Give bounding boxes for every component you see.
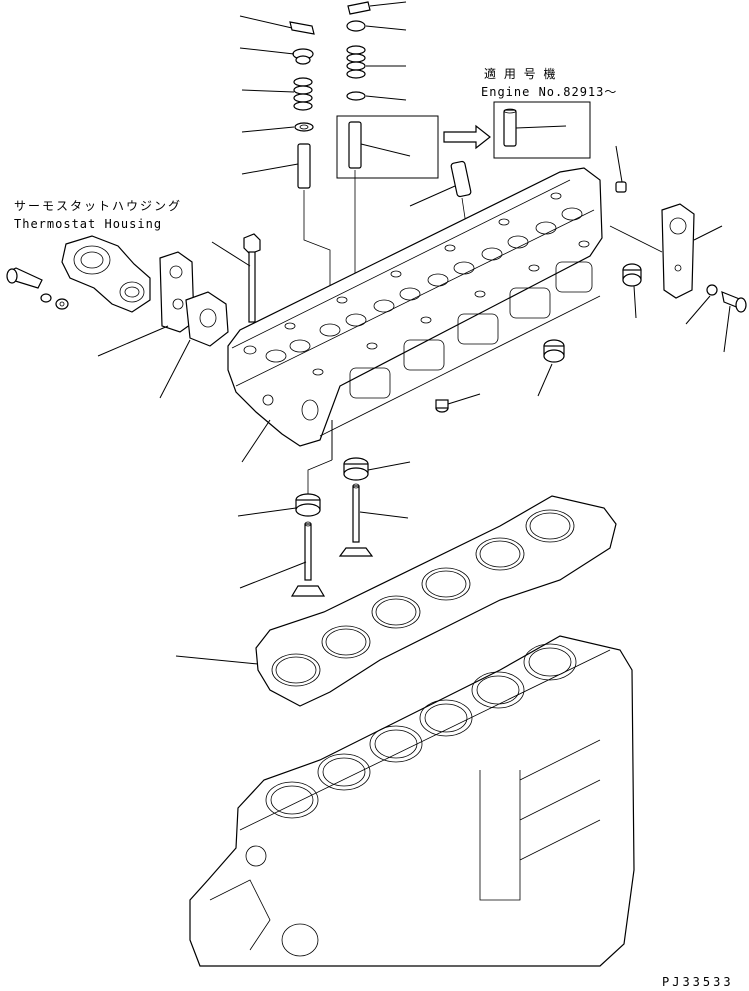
rocker-lever-part <box>239 15 315 35</box>
lifting-bracket-part <box>609 203 723 299</box>
valve-cap-part <box>239 47 314 65</box>
thermostat-housing-label-jp: サーモスタットハウジング <box>14 199 182 213</box>
thermostat-plate-part <box>159 291 229 399</box>
arrow-to-new-part <box>443 124 491 150</box>
valve-cap-right-part <box>346 20 407 32</box>
small-plug-part <box>435 393 481 413</box>
valve-spring-part <box>241 77 313 111</box>
bracket-washer-part <box>685 284 718 325</box>
injector-sleeve-part <box>409 160 472 239</box>
applicable-serial-label-jp: 適 用 号 機 <box>484 66 557 81</box>
bracket-bolt-part <box>721 291 747 353</box>
head-gasket-part <box>175 495 617 707</box>
valve-guide-part <box>241 143 331 300</box>
spring-seat-washer-part <box>241 122 314 133</box>
exhaust-valve-part <box>239 521 326 597</box>
valve-stem-seal-part <box>343 457 411 481</box>
head-bolt-part <box>211 233 261 323</box>
plug-top-right-part <box>615 145 627 193</box>
thermostat-bolt-part <box>6 267 43 289</box>
thermostat-housing-label-en: Thermostat Housing <box>14 217 162 231</box>
spring-seat-right-part <box>346 91 407 101</box>
engine-number-label: Engine No.82913〜 <box>481 85 617 99</box>
thermostat-housing-part <box>61 235 151 313</box>
expansion-plug-upper-part <box>622 263 642 319</box>
drawing-code: PJ33533 <box>662 975 734 989</box>
intake-valve-part <box>338 483 409 557</box>
new-valve-guide-box <box>493 101 591 159</box>
thermostat-washer-part <box>40 293 69 310</box>
valve-spring-right-part <box>346 45 406 79</box>
cylinder-block-part <box>189 635 635 967</box>
rocker-lever-right-part <box>347 1 407 15</box>
expansion-plug-lower-part <box>537 339 565 397</box>
sleeve-center-part <box>307 420 333 496</box>
valve-seat-insert-part <box>237 493 321 517</box>
cylinder-head-part <box>227 167 603 463</box>
